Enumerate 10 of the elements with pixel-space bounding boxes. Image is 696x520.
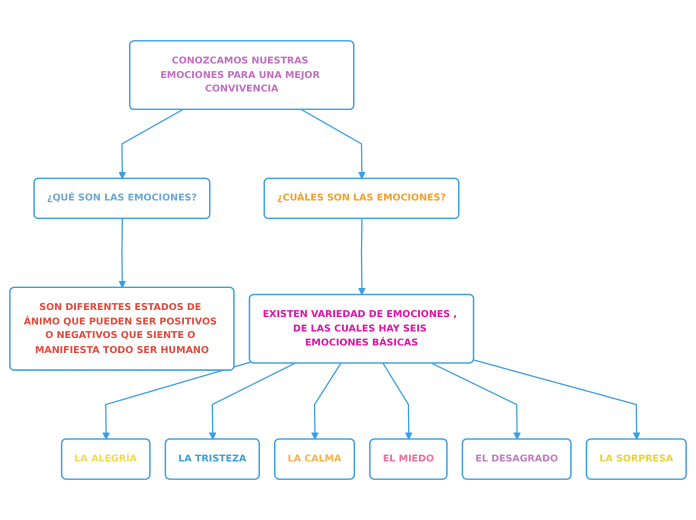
arrow bbox=[382, 363, 413, 440]
arrow bbox=[208, 362, 295, 440]
arrow bbox=[302, 109, 366, 180]
arrow bbox=[311, 363, 342, 440]
arrow bbox=[118, 109, 183, 180]
arrow bbox=[474, 359, 640, 440]
arrow bbox=[432, 362, 521, 440]
arrow bbox=[102, 361, 252, 440]
arrow bbox=[118, 218, 126, 288]
arrow bbox=[358, 218, 366, 296]
